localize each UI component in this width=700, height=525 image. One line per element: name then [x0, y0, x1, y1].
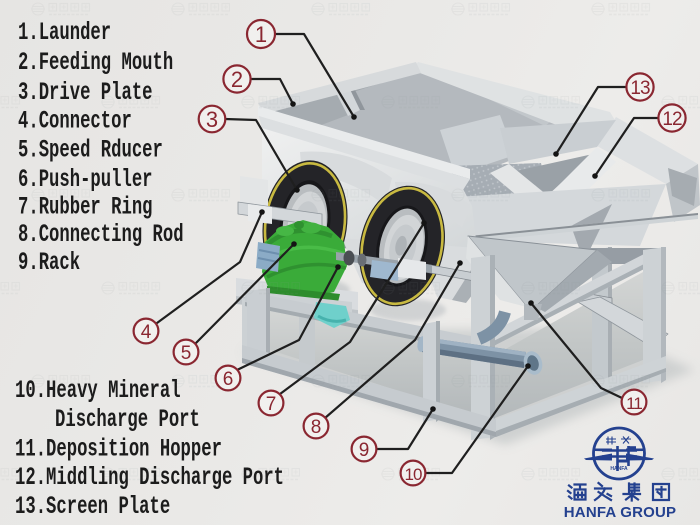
- svg-text:6.Push-puller: 6.Push-puller: [18, 166, 153, 194]
- svg-text:3: 3: [206, 107, 218, 132]
- svg-text:9.Rack: 9.Rack: [18, 249, 80, 277]
- svg-text:11: 11: [626, 394, 642, 413]
- svg-text:2.Feeding Mouth: 2.Feeding Mouth: [18, 49, 173, 77]
- svg-text:10: 10: [405, 465, 422, 484]
- svg-text:13: 13: [630, 78, 650, 99]
- svg-text:HANFA GROUP: HANFA GROUP: [564, 504, 676, 521]
- svg-text:4: 4: [141, 322, 152, 343]
- svg-text:Discharge Port: Discharge Port: [55, 406, 200, 434]
- svg-text:1.Launder: 1.Launder: [18, 19, 111, 47]
- svg-text:12: 12: [662, 109, 682, 130]
- svg-text:5: 5: [181, 343, 192, 364]
- svg-text:3.Drive Plate: 3.Drive Plate: [18, 79, 153, 107]
- svg-text:9: 9: [359, 440, 370, 461]
- svg-text:6: 6: [223, 369, 234, 390]
- svg-text:12.Middling Discharge Port: 12.Middling Discharge Port: [15, 464, 284, 492]
- svg-text:5.Speed Rducer: 5.Speed Rducer: [18, 137, 163, 165]
- svg-text:10.Heavy Mineral: 10.Heavy Mineral: [15, 377, 181, 405]
- svg-text:1: 1: [255, 22, 267, 47]
- svg-text:8: 8: [311, 417, 322, 438]
- svg-text:13.Screen Plate: 13.Screen Plate: [15, 493, 170, 521]
- svg-text:11.Deposition Hopper: 11.Deposition Hopper: [15, 436, 222, 464]
- svg-text:8.Connecting Rod: 8.Connecting Rod: [18, 221, 184, 249]
- svg-text:7.Rubber Ring: 7.Rubber Ring: [18, 194, 153, 222]
- svg-text:4.Connector: 4.Connector: [18, 108, 132, 136]
- svg-text:2: 2: [231, 67, 243, 92]
- svg-text:HANFA: HANFA: [610, 466, 628, 472]
- svg-text:7: 7: [266, 394, 277, 415]
